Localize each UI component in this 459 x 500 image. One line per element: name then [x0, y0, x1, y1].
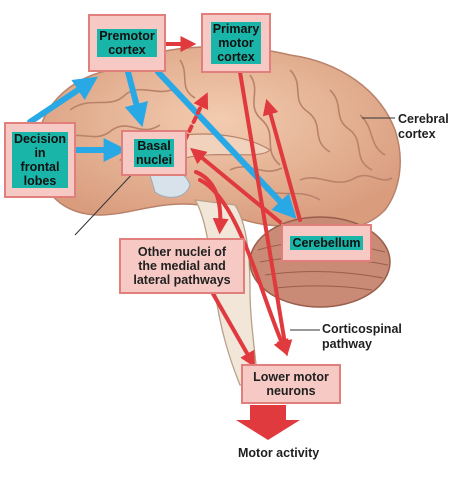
decision-frontal-lobes-label: Decision in frontal lobes: [11, 132, 69, 188]
red-arrows: [164, 36, 302, 368]
cerebellum-box: Cerebellum: [281, 224, 372, 262]
lower-motor-neurons-box: Lower motor neurons: [241, 364, 341, 404]
lower-motor-neurons-label: Lower motor neurons: [253, 370, 329, 398]
primary-motor-cortex-box: Primary motor cortex: [201, 13, 271, 73]
motor-activity-label: Motor activity: [238, 446, 320, 460]
corticospinal-pathway-label: Corticospinal pathway: [322, 322, 402, 351]
decision-frontal-lobes-box: Decision in frontal lobes: [4, 122, 76, 198]
premotor-cortex-box: Premotor cortex: [88, 14, 166, 72]
basal-nuclei-box: Basal nuclei: [121, 130, 187, 176]
primary-motor-cortex-label: Primary motor cortex: [210, 22, 262, 64]
cerebral-cortex-label: Cerebral cortex: [398, 112, 449, 141]
premotor-cortex-label: Premotor cortex: [97, 29, 157, 57]
basal-nuclei-label: Basal nuclei: [133, 139, 175, 167]
motor-activity-arrow: [236, 405, 300, 440]
other-nuclei-box: Other nuclei of the medial and lateral p…: [119, 238, 245, 294]
cerebellum-label: Cerebellum: [290, 236, 363, 250]
other-nuclei-label: Other nuclei of the medial and lateral p…: [133, 245, 231, 287]
